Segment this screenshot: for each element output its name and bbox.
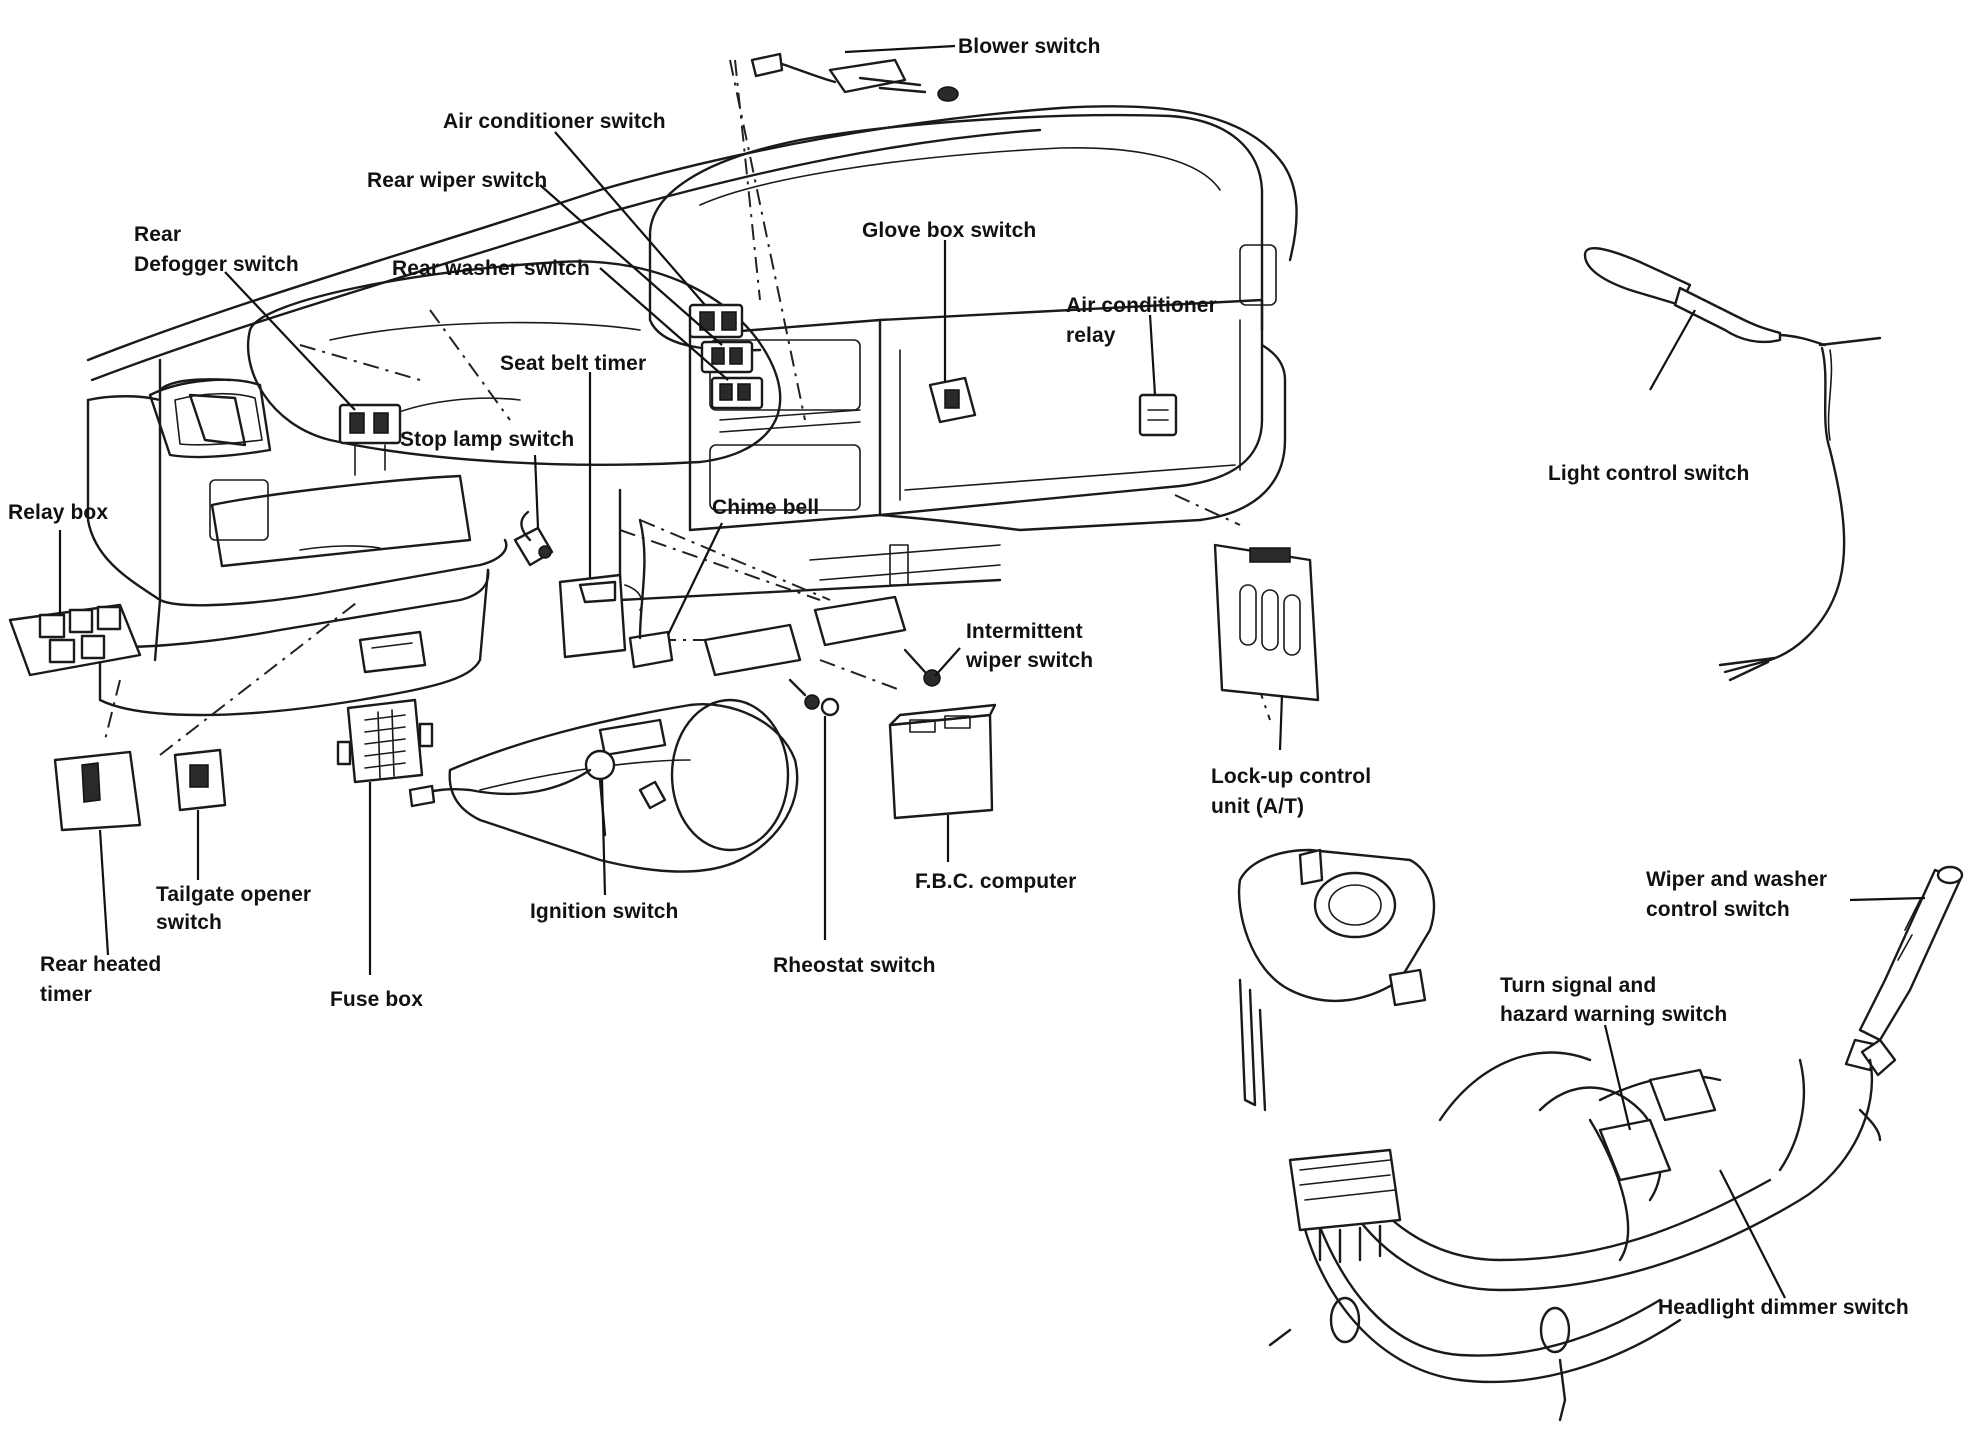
label-turn-signal-hazard-switch-line2: hazard warning switch xyxy=(1500,1003,1728,1026)
label-air-conditioner-relay-line1: Air conditioner xyxy=(1066,294,1217,317)
glove-box-switch-part xyxy=(928,376,977,424)
label-rheostat-switch: Rheostat switch xyxy=(773,954,936,977)
label-lockup-control-unit-line1: Lock-up control xyxy=(1211,765,1372,788)
combination-switch-base-part xyxy=(1237,848,1436,1112)
label-relay-box: Relay box xyxy=(8,501,109,524)
lockup-control-unit-part xyxy=(1213,543,1320,702)
chime-bell-part xyxy=(628,518,674,669)
label-blower-switch: Blower switch xyxy=(958,35,1101,58)
blower-switch-part xyxy=(750,52,959,102)
wiring-harness-part xyxy=(1268,1051,1882,1422)
label-rear-defogger-switch-line1: Rear xyxy=(134,223,182,246)
label-fuse-box: Fuse box xyxy=(330,988,423,1011)
label-tailgate-opener-switch-line1: Tailgate opener xyxy=(156,883,312,906)
instrument-panel xyxy=(86,105,1298,717)
label-turn-signal-hazard-switch-line1: Turn signal and xyxy=(1500,974,1657,997)
steering-column-part xyxy=(408,698,799,873)
air-conditioner-relay-part xyxy=(1138,393,1178,437)
light-control-switch-part xyxy=(1583,247,1882,682)
leader-lines xyxy=(58,44,1926,1299)
tailgate-opener-switch-part xyxy=(173,748,227,812)
label-headlight-dimmer-switch: Headlight dimmer switch xyxy=(1658,1296,1909,1319)
label-stop-lamp-switch: Stop lamp switch xyxy=(400,428,575,451)
label-rear-washer-switch: Rear washer switch xyxy=(392,257,590,280)
label-rear-heated-timer-line2: timer xyxy=(40,983,92,1006)
label-wiper-washer-control-switch-line1: Wiper and washer xyxy=(1646,868,1828,891)
dashed-assembly-lines xyxy=(104,59,1271,756)
stop-lamp-switch-part xyxy=(513,510,554,567)
label-fbc-computer: F.B.C. computer xyxy=(915,870,1077,893)
rheostat-switch-part xyxy=(820,697,840,717)
label-wiper-washer-control-switch-line2: control switch xyxy=(1646,898,1790,921)
label-chime-bell: Chime bell xyxy=(712,496,820,519)
label-rear-wiper-switch: Rear wiper switch xyxy=(367,169,548,192)
label-seat-belt-timer: Seat belt timer xyxy=(500,352,647,375)
rear-heated-timer-part xyxy=(53,750,142,832)
intermittent-wiper-switch-part xyxy=(703,595,941,710)
fbc-computer-part xyxy=(888,703,997,820)
rear-defogger-switch-part xyxy=(338,403,402,476)
label-intermittent-wiper-switch-line2: wiper switch xyxy=(966,649,1094,672)
label-rear-heated-timer-line1: Rear heated xyxy=(40,953,162,976)
label-air-conditioner-switch: Air conditioner switch xyxy=(443,110,666,133)
label-ignition-switch: Ignition switch xyxy=(530,900,679,923)
label-lockup-control-unit-line2: unit (A/T) xyxy=(1211,795,1305,818)
relay-box-part xyxy=(8,603,142,677)
seat-belt-timer-part xyxy=(558,573,643,659)
label-air-conditioner-relay-line2: relay xyxy=(1066,324,1116,347)
label-intermittent-wiper-switch-line1: Intermittent xyxy=(966,620,1083,643)
label-rear-defogger-switch-line2: Defogger switch xyxy=(134,253,299,276)
fuse-box-part xyxy=(336,698,434,784)
label-light-control-switch: Light control switch xyxy=(1548,462,1750,485)
label-tailgate-opener-switch-line2: switch xyxy=(156,911,222,934)
label-glove-box-switch: Glove box switch xyxy=(862,219,1037,242)
